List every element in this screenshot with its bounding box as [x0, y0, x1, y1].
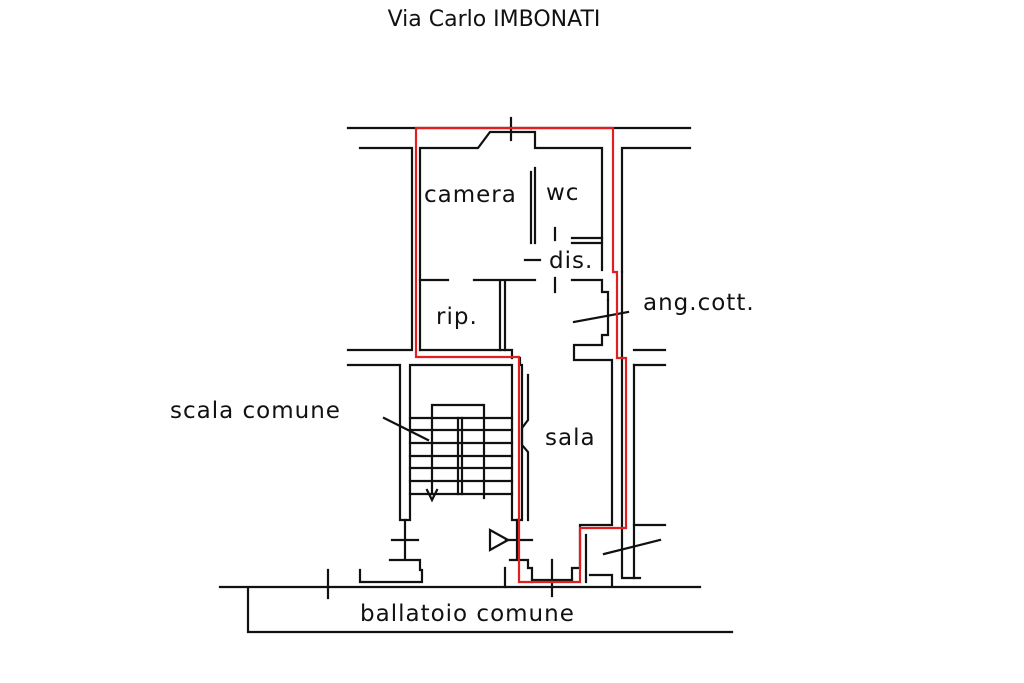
street-title: Via Carlo IMBONATI — [388, 7, 601, 32]
label-wc: wc — [546, 180, 579, 206]
stairs — [408, 403, 514, 503]
label-dis: dis. — [549, 248, 593, 274]
label-sala: sala — [545, 425, 596, 451]
label-rip: rip. — [436, 304, 478, 330]
label-ang-cott: ang.cott. — [643, 290, 755, 316]
label-camera: camera — [424, 182, 517, 208]
room-labels: camera wc dis. rip. ang.cott. scala comu… — [170, 180, 755, 627]
label-ballatoio-comune: ballatoio comune — [360, 601, 575, 627]
label-scala-comune: scala comune — [170, 398, 341, 424]
unit-outline — [414, 126, 628, 584]
